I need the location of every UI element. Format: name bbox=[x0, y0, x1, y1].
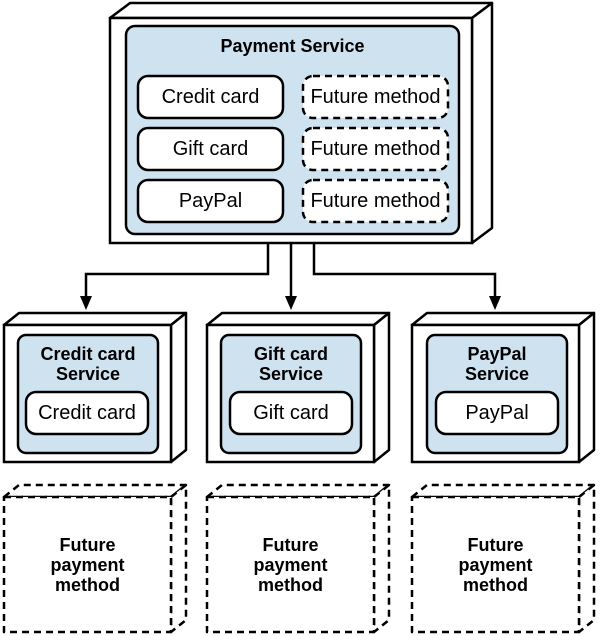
future-method-label-2: Future method bbox=[310, 137, 441, 160]
connectors bbox=[84, 243, 497, 298]
gift-card-service-top bbox=[205, 311, 391, 327]
future-service-1-front bbox=[2, 495, 173, 634]
future-method-pill-2 bbox=[301, 126, 450, 172]
payment-service-box-top bbox=[108, 1, 494, 20]
paypal-service-method-pill bbox=[434, 390, 560, 436]
credit-card-method-pill bbox=[136, 74, 285, 120]
connector-paypal bbox=[312, 243, 497, 298]
future-service-1-side bbox=[169, 483, 188, 634]
future-service-node-3 bbox=[410, 483, 596, 634]
future-service-2-front bbox=[205, 495, 376, 634]
future-service-3-front bbox=[410, 495, 581, 634]
gift-card-service-title: Gift card Service bbox=[253, 344, 328, 384]
credit-card-service-method-pill bbox=[24, 390, 150, 436]
gift-card-service-method-label: Gift card bbox=[253, 401, 329, 424]
paypal-service-title: PayPal Service bbox=[464, 344, 530, 384]
arrowhead-paypal bbox=[489, 296, 501, 310]
payment-service-node bbox=[108, 1, 494, 245]
gift-card-service-method-pill bbox=[228, 390, 354, 436]
credit-card-service-title: Credit card Service bbox=[40, 344, 136, 384]
future-service-3-top bbox=[410, 483, 596, 499]
credit-card-service-top bbox=[2, 311, 188, 327]
arrowhead-credit-card bbox=[80, 296, 92, 310]
future-service-3-side bbox=[577, 483, 596, 634]
credit-card-service-method-label: Credit card bbox=[38, 401, 136, 424]
paypal-service-top bbox=[410, 311, 596, 327]
credit-card-service-node bbox=[2, 311, 188, 464]
gift-card-method-pill bbox=[136, 126, 285, 172]
method-label-credit-card: Credit card bbox=[161, 85, 260, 108]
future-method-label-3: Future method bbox=[310, 189, 441, 212]
paypal-service-node bbox=[410, 311, 596, 464]
paypal-method-pill bbox=[136, 178, 285, 224]
future-method-label-1: Future method bbox=[310, 85, 441, 108]
gift-card-service-side bbox=[372, 311, 391, 464]
future-method-pill-3 bbox=[301, 178, 450, 224]
payment-service-title: Payment Service bbox=[220, 36, 365, 56]
connector-credit-card bbox=[84, 243, 270, 298]
future-service-node-2 bbox=[205, 483, 391, 634]
paypal-service-method-label: PayPal bbox=[465, 401, 529, 424]
future-service-2-side bbox=[372, 483, 391, 634]
payment-service-box-side bbox=[470, 1, 494, 245]
future-method-pill-1 bbox=[301, 74, 450, 120]
credit-card-service-side bbox=[169, 311, 188, 464]
future-service-label-2: Future payment method bbox=[253, 534, 328, 595]
future-service-label-1: Future payment method bbox=[50, 534, 125, 595]
future-service-label-3: Future payment method bbox=[458, 534, 533, 595]
future-service-node-1 bbox=[2, 483, 188, 634]
paypal-service-side bbox=[577, 311, 596, 464]
future-service-2-top bbox=[205, 483, 391, 499]
method-label-gift-card: Gift card bbox=[172, 137, 249, 160]
method-label-paypal: PayPal bbox=[178, 189, 243, 212]
gift-card-service-node bbox=[205, 311, 391, 464]
future-service-1-top bbox=[2, 483, 188, 499]
arrowhead-gift-card bbox=[285, 296, 297, 310]
